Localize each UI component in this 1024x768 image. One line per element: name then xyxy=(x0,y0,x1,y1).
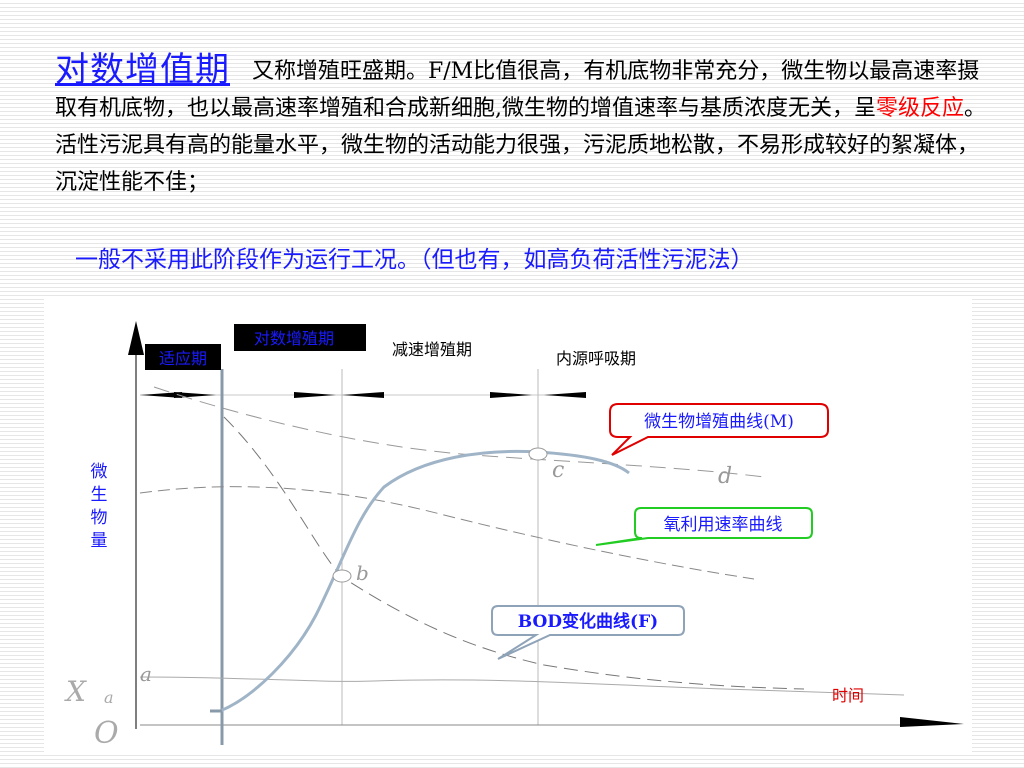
bod-curve-callout: BOD变化曲线(F) xyxy=(491,605,685,660)
page-title: 对数增值期 xyxy=(55,50,230,90)
oxygen-curve-callout-text: 氧利用速率曲线 xyxy=(664,515,783,535)
microbial-growth-curve xyxy=(219,449,630,713)
y-axis-label-char-3: 物 xyxy=(91,508,108,528)
lag-phase-label-box xyxy=(145,344,221,370)
origin-label: O xyxy=(94,716,119,751)
x-axis-arrow xyxy=(900,717,964,727)
point-c-label: c xyxy=(552,458,564,483)
decline-phase-label: 减速增殖期 xyxy=(392,340,472,359)
bod-curve xyxy=(223,416,805,690)
phase-markers xyxy=(140,392,586,398)
point-b-marker xyxy=(332,569,352,583)
paragraph-part-2: 。活性污泥具有高的能量水平，微生物的活动能力很强，污泥质地松散，不易形成较好的絮… xyxy=(55,96,987,195)
description-paragraph: 对数增值期又称增殖旺盛期。F/M比值很高，有机底物非常充分，微生物以最高速率摄取… xyxy=(55,52,990,201)
x-axis-label: 时间 xyxy=(832,686,864,705)
endogenous-phase-label: 内源呼吸期 xyxy=(556,349,636,368)
paragraph-part-1: 又称增殖旺盛期。F/M比值很高，有机底物非常充分，微生物以最高速率摄取有机底物，… xyxy=(55,59,980,121)
growth-curve-callout-text: 微生物增殖曲线(M) xyxy=(644,412,794,432)
oxygen-curve-callout: 氧利用速率曲线 xyxy=(595,507,813,546)
y-axis-arrow xyxy=(128,321,144,355)
log-phase-label: 对数增殖期 xyxy=(254,329,334,348)
growth-curve-callout: 微生物增殖曲线(M) xyxy=(609,403,829,456)
bod-curve-callout-text: BOD变化曲线(F) xyxy=(518,611,658,632)
log-phase-label-box xyxy=(234,324,366,351)
lower-baseline-curve xyxy=(139,676,905,696)
xa-label: X xyxy=(64,675,87,708)
point-b-label: b xyxy=(356,561,369,585)
xa-subscript: a xyxy=(104,688,114,707)
growth-curve-figure: 适应期 对数增殖期 减速增殖期 内源呼吸期 微 生 物 量 时间 a b c d… xyxy=(44,297,972,753)
zero-order-reaction-highlight: 零级反应 xyxy=(876,96,965,121)
point-d-label: d xyxy=(718,464,732,489)
point-c-marker xyxy=(528,447,548,461)
point-a-label: a xyxy=(140,662,152,686)
y-axis-label-char-4: 量 xyxy=(91,531,108,551)
growth-curve-diagram: 适应期 对数增殖期 减速增殖期 内源呼吸期 微 生 物 量 时间 a b c d… xyxy=(64,321,964,751)
lag-phase-label: 适应期 xyxy=(159,349,207,368)
y-axis-label-char-1: 微 xyxy=(91,462,108,482)
operation-note: 一般不采用此阶段作为运行工况。（但也有，如高负荷活性污泥法） xyxy=(75,247,754,273)
oxygen-utilization-curve xyxy=(139,486,755,580)
y-axis-label-char-2: 生 xyxy=(91,485,108,505)
